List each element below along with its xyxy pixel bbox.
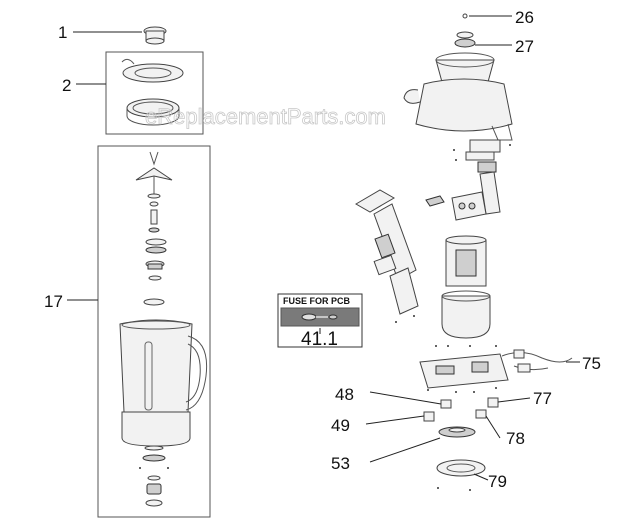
control-panel-parts (425, 139, 501, 221)
part-77-foot (487, 397, 499, 408)
switch-arm-assembly (355, 189, 419, 315)
part-53-disc (438, 426, 476, 438)
leader-78 (485, 415, 501, 439)
label-49: 49 (331, 416, 350, 435)
part-17-jar-base-parts (139, 445, 169, 507)
motor (445, 235, 487, 301)
label-75: 75 (582, 354, 601, 373)
part-48-foot (440, 399, 452, 409)
base-plate (419, 353, 509, 389)
part-17-box (97, 145, 211, 518)
watermark: eReplacementParts.com (145, 104, 386, 129)
leader-49 (365, 415, 425, 425)
leader-48 (369, 391, 442, 405)
label-77: 77 (533, 389, 552, 408)
label-1: 1 (58, 23, 67, 42)
part-1-filler-cap (143, 26, 167, 45)
leader-53 (369, 437, 441, 463)
leader-79 (473, 473, 489, 481)
part-78-foot (475, 409, 487, 419)
part-2-box (105, 51, 204, 135)
label-48: 48 (335, 385, 354, 404)
label-41-1: 41.1 (301, 329, 338, 350)
fuse-box: FUSE FOR PCB 41.1 (277, 293, 363, 350)
label-17: 17 (44, 292, 63, 311)
part-26 (462, 13, 468, 19)
part-17-jar (119, 319, 208, 447)
label-78: 78 (506, 429, 525, 448)
part-17-blade-stack (135, 151, 173, 306)
part-79-bottom-plate (436, 459, 486, 491)
leader-77 (497, 397, 531, 403)
part-75-power-cord (501, 349, 573, 373)
part-49-foot (423, 411, 435, 422)
screws (395, 144, 511, 393)
label-2: 2 (62, 76, 71, 95)
label-79: 79 (488, 472, 507, 491)
label-26: 26 (515, 8, 534, 27)
label-27: 27 (515, 37, 534, 56)
part-2-lid (121, 58, 184, 126)
fuse-box-title: FUSE FOR PCB (283, 296, 351, 306)
motor-cup (441, 290, 491, 339)
part-27-coupler (454, 31, 476, 48)
label-53: 53 (331, 454, 350, 473)
motor-base-housing (403, 52, 513, 141)
